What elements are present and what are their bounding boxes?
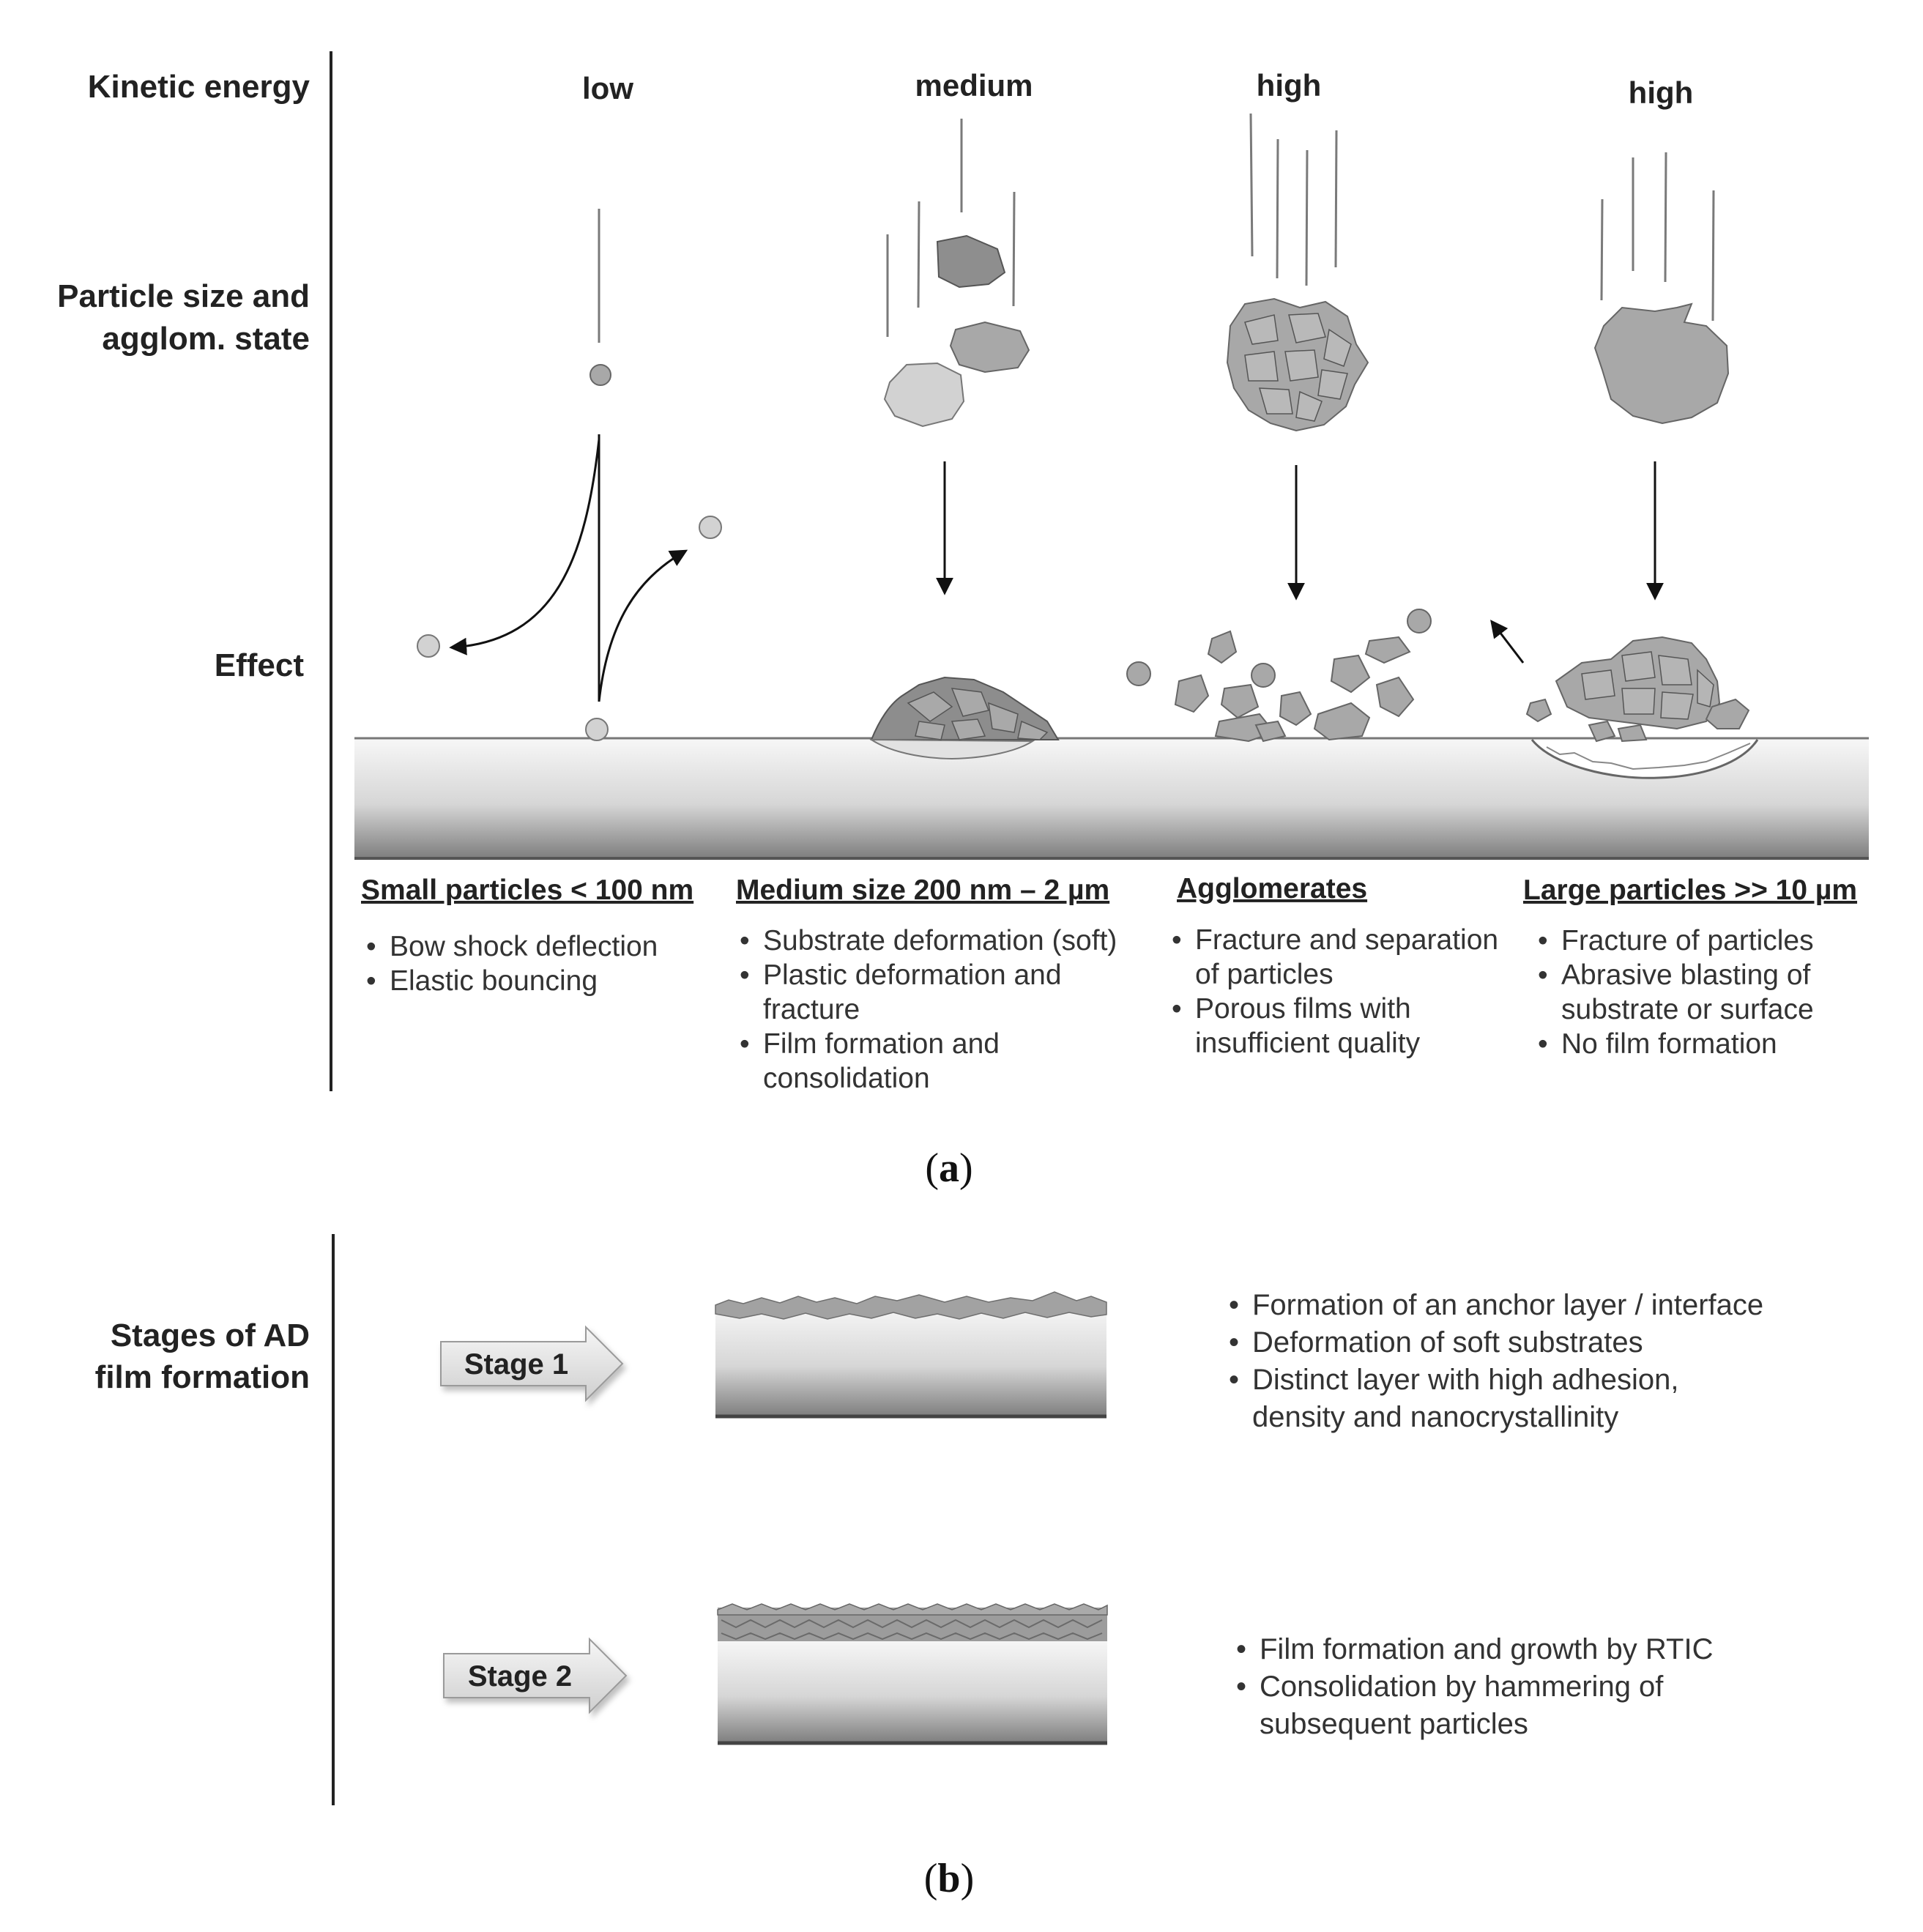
bullet-text: consolidation <box>763 1063 930 1094</box>
bullet-glyph: • <box>1172 993 1182 1025</box>
bullet-glyph: • <box>1236 1633 1246 1665</box>
bullet-text: Deformation of soft substrates <box>1252 1326 1643 1359</box>
particle-falling-3 <box>883 362 965 428</box>
bullet-text: Film formation and <box>763 1028 1000 1060</box>
stage-2-substrate <box>717 1603 1108 1745</box>
bullet-glyph: • <box>740 1028 750 1060</box>
caption-b: (b) <box>924 1856 974 1901</box>
bullet-text: Bow shock deflection <box>390 931 658 962</box>
bullet-text: Plastic deformation and <box>763 959 1062 991</box>
energy-label-4: high <box>1629 75 1694 110</box>
bullet-glyph: • <box>366 931 376 962</box>
bullet-text: Porous films with <box>1195 993 1411 1025</box>
particle-impact <box>585 718 609 741</box>
stage-2-bullets: • Film formation and growth by RTIC • Conso… <box>1236 1633 1713 1740</box>
column-large-illustration <box>1490 152 1759 779</box>
stage-1-label: Stage 1 <box>464 1348 568 1381</box>
column-heading-large-particles: Large particles >> 10 µm <box>1523 874 1857 906</box>
particle-falling-2 <box>949 321 1030 374</box>
bullet-glyph: • <box>1229 1289 1239 1321</box>
bullet-text: Substrate deformation (soft) <box>763 925 1117 956</box>
bullet-list-col-1: • Bow shock deflection • Elastic bouncing <box>366 931 658 997</box>
column-heading-agglomerates: Agglomerates <box>1177 873 1367 904</box>
energy-label-2: medium <box>915 68 1033 103</box>
particle-incoming <box>589 364 611 386</box>
row-label-kinetic-energy: Kinetic energy <box>88 69 310 105</box>
bullet-list-col-4: • Fracture of particles • Abrasive blasting… <box>1538 925 1814 1060</box>
column-text-3: Agglomerates • Fracture and separationof … <box>1172 873 1498 1059</box>
column-text-2: Medium size 200 nm – 2 µm • Substrate def… <box>736 874 1117 1094</box>
bullet-text: Distinct layer with high adhesion, <box>1252 1364 1679 1396</box>
bullet-text: No film formation <box>1561 1028 1777 1060</box>
bullet-glyph: • <box>1229 1326 1239 1359</box>
bullet-glyph: • <box>1172 924 1182 956</box>
particle-bounced <box>699 516 722 539</box>
bullet-text: Fracture and separation <box>1195 924 1498 956</box>
bullet-text: fracture <box>763 994 860 1025</box>
bullet-glyph: • <box>740 959 750 991</box>
bullet-list-col-2: • Substrate deformation (soft) • Plastic de… <box>740 925 1117 1094</box>
panel-b: Stages of AD film formation Stage 1 • For… <box>95 1234 1763 1901</box>
bullet-text: of particles <box>1195 959 1334 990</box>
fractured-large-particle <box>1525 636 1750 743</box>
bullet-text: Fracture of particles <box>1561 925 1814 956</box>
bullet-glyph: • <box>1236 1671 1246 1703</box>
particle-falling-1 <box>936 234 1006 289</box>
bullet-text: Abrasive blasting of <box>1561 959 1811 991</box>
row-label-stages-line1: Stages of AD <box>111 1318 310 1353</box>
bullet-glyph: • <box>1538 959 1548 991</box>
column-medium-illustration <box>868 119 1060 760</box>
stage-1-substrate <box>715 1291 1107 1419</box>
bullet-glyph: • <box>740 925 750 956</box>
deposited-heap <box>868 676 1060 760</box>
bullet-glyph: • <box>1229 1364 1239 1396</box>
row-label-particle-size-line2: agglom. state <box>102 321 310 357</box>
column-heading-medium-size: Medium size 200 nm – 2 µm <box>736 874 1109 906</box>
stage-2-arrow: Stage 2 <box>443 1637 628 1714</box>
bullet-glyph: • <box>366 965 376 997</box>
bullet-text: Film formation and growth by RTIC <box>1260 1633 1713 1665</box>
column-small-particles-illustration <box>417 209 722 741</box>
particle-deflected <box>417 634 440 658</box>
bullet-text: substrate or surface <box>1561 994 1814 1025</box>
stage-1-arrow: Stage 1 <box>440 1325 624 1402</box>
large-particle <box>1593 302 1730 425</box>
stage-2-label: Stage 2 <box>468 1660 572 1693</box>
row-label-particle-size-line1: Particle size and <box>57 278 310 314</box>
stage-1-bullets: • Formation of an anchor layer / interfac… <box>1229 1289 1763 1433</box>
agglomerate-fragments <box>1126 609 1432 743</box>
caption-a: (a) <box>925 1145 972 1191</box>
bullet-text: Formation of an anchor layer / interface <box>1252 1289 1763 1321</box>
energy-label-3: high <box>1257 68 1322 103</box>
bullet-glyph: • <box>1538 1028 1548 1060</box>
bullet-text: density and nanocrystallinity <box>1252 1401 1618 1433</box>
bullet-text: insufficient quality <box>1195 1028 1421 1059</box>
row-label-stages-line2: film formation <box>95 1359 310 1395</box>
bullet-text: Consolidation by hammering of <box>1260 1671 1664 1703</box>
bullet-text: Elastic bouncing <box>390 965 598 997</box>
column-text-4: Large particles >> 10 µm • Fracture of pa… <box>1523 874 1857 1060</box>
panel-a: Kinetic energy Particle size and agglom.… <box>57 51 1869 1191</box>
row-label-effect: Effect <box>215 647 305 683</box>
column-text-1: Small particles < 100 nm • Bow shock defl… <box>361 874 693 997</box>
bullet-text: subsequent particles <box>1260 1708 1528 1740</box>
column-agglomerates-illustration <box>1126 113 1432 743</box>
bullet-glyph: • <box>1538 925 1548 956</box>
energy-label-1: low <box>582 71 633 105</box>
column-heading-small-particles: Small particles < 100 nm <box>361 874 693 906</box>
agglomerate-cluster <box>1226 297 1369 432</box>
